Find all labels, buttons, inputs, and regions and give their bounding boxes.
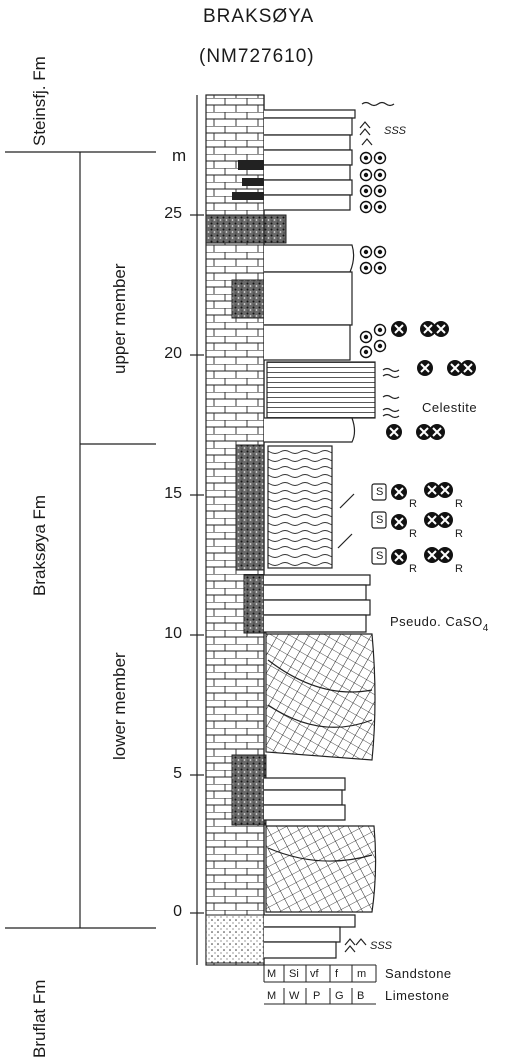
depth-tick-25: 25: [164, 205, 182, 222]
celestite-label: Celestite: [422, 400, 478, 415]
limestone-scale-label: Limestone: [385, 988, 450, 1003]
stromatolite-s-2: S: [376, 514, 384, 526]
stromatolite-s-3: S: [376, 550, 384, 562]
grain-class-lime-w: W: [289, 990, 300, 1002]
grain-class-lime-p: P: [313, 990, 321, 1002]
grain-class-sand-si: Si: [289, 968, 299, 980]
pseudo-caso4-label: Pseudo. CaSO4: [390, 614, 489, 634]
depth-tick-10: 10: [164, 625, 182, 642]
r-subscript-3a: R: [409, 563, 417, 575]
r-subscript-1a: R: [409, 498, 417, 510]
grain-class-lime-b: B: [357, 990, 365, 1002]
sss-mark-top: SSS: [384, 125, 407, 137]
stromatolite-s-1: S: [376, 486, 384, 498]
sandstone-scale-label: Sandstone: [385, 966, 452, 981]
section-title: BRAKSØYA: [203, 6, 315, 27]
depth-tick-20: 20: [164, 345, 182, 362]
depth-tick-15: 15: [164, 485, 182, 502]
pseudo-caso4-text: Pseudo. CaSO: [390, 614, 483, 629]
sandstone-column: [263, 95, 377, 965]
sss-mark-bottom: SSS: [370, 940, 393, 952]
limestone-column: [205, 94, 287, 966]
r-subscript-2a: R: [409, 528, 417, 540]
sedimentary-structure-symbols: [337, 101, 400, 953]
section-grid-reference: (NM727610): [199, 46, 315, 67]
r-subscript-2b: R: [455, 528, 463, 540]
grain-class-lime-g: G: [335, 990, 344, 1002]
r-subscript-3b: R: [455, 563, 463, 575]
depth-axis: [190, 95, 204, 965]
depth-tick-0: 0: [173, 903, 182, 920]
grain-class-sand-f: f: [335, 968, 339, 980]
pseudo-caso4-subscript: 4: [482, 623, 489, 634]
ooid-symbols: [359, 151, 387, 359]
depth-tick-5: 5: [173, 765, 182, 782]
r-subscript-1b: R: [455, 498, 463, 510]
formation-brackets: [5, 151, 156, 929]
grain-class-sand-m-mud: M: [267, 968, 277, 980]
grain-class-sand-vf: vf: [310, 968, 319, 980]
grain-class-lime-m: M: [267, 990, 277, 1002]
grain-class-sand-m: m: [357, 968, 367, 980]
depth-unit-label: m: [172, 146, 187, 165]
grain-scale-boxes: [263, 964, 377, 1005]
